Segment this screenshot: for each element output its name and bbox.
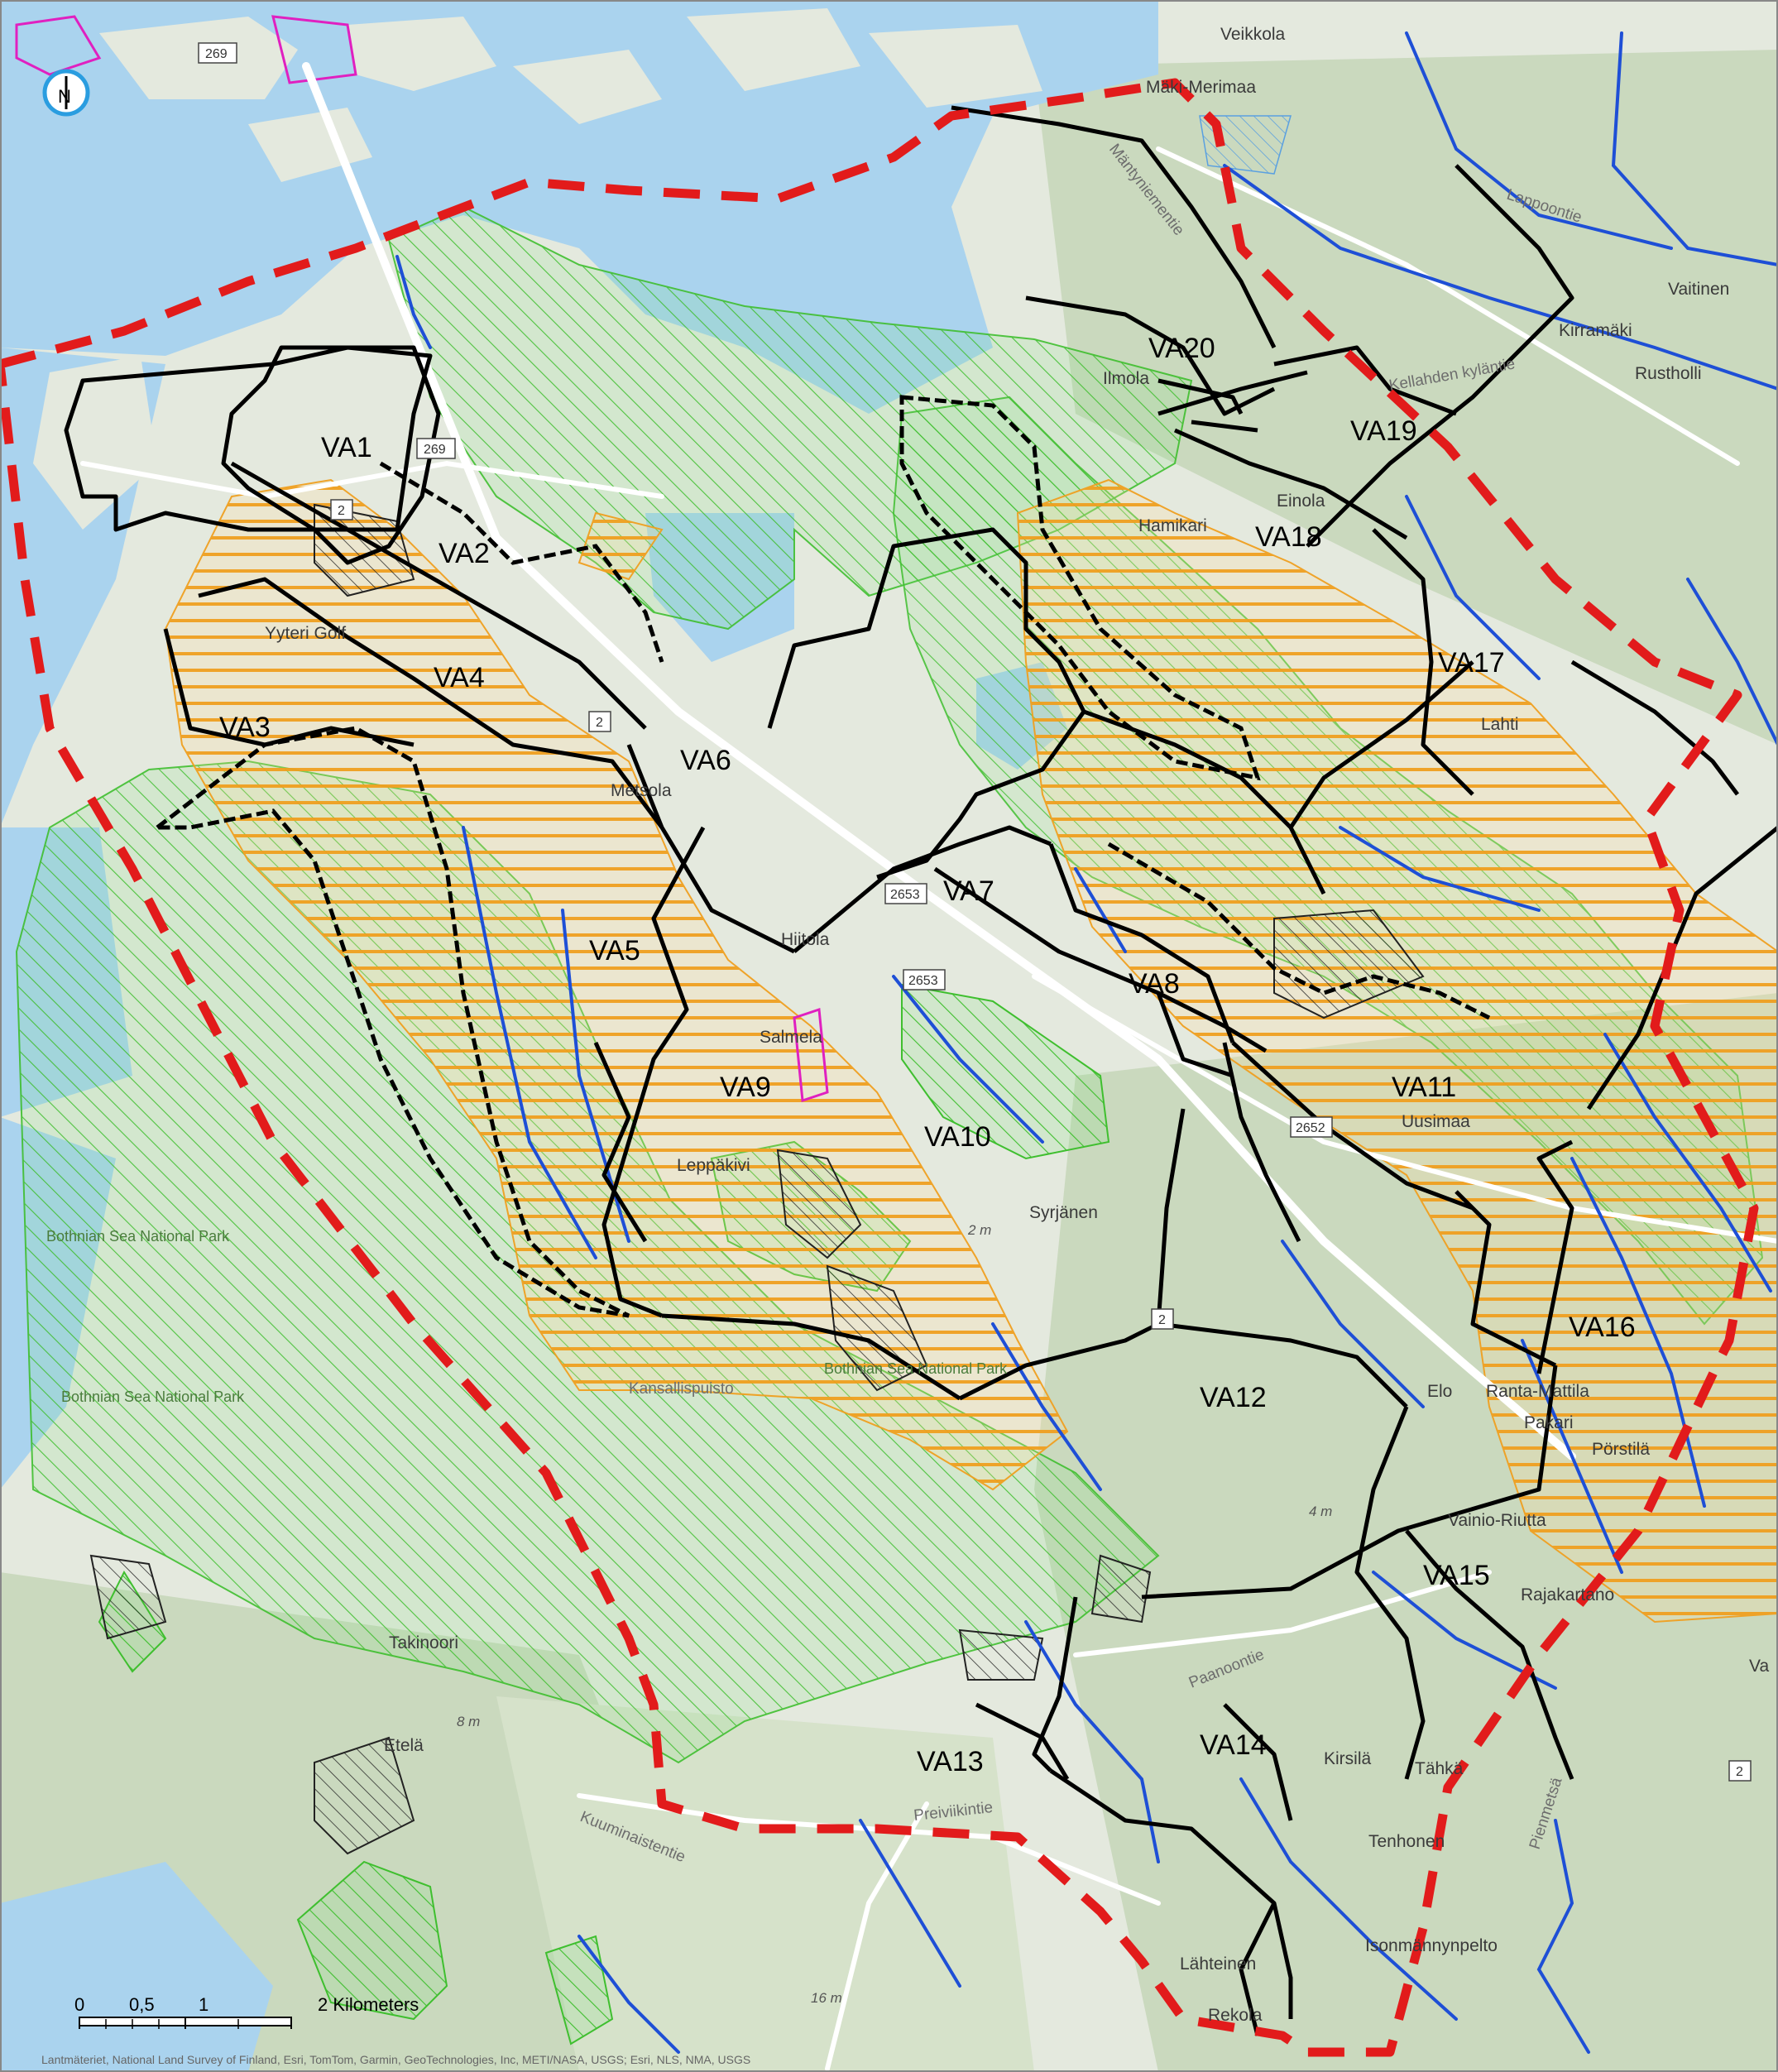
north-arrow-label: N [58, 86, 71, 107]
place-rustholli: Rustholli [1635, 364, 1702, 383]
place-vainio-riutta: Vainio-Riutta [1448, 1511, 1546, 1530]
zone-label-va10: VA10 [924, 1121, 991, 1153]
place-lahti: Lahti [1481, 715, 1519, 734]
place-syrjanen: Syrjänen [1029, 1203, 1098, 1222]
place-vaitinen: Vaitinen [1668, 280, 1729, 299]
place-hamikari: Hamikari [1138, 516, 1207, 535]
zone-label-va14: VA14 [1200, 1729, 1267, 1761]
zone-label-va7: VA7 [943, 875, 994, 907]
zone-label-va20: VA20 [1148, 333, 1215, 364]
place-tahka: Tähkä [1415, 1759, 1464, 1778]
place-hiitola: Hiitola [781, 930, 830, 949]
road-kansallispuisto: Kansallispuisto [629, 1380, 734, 1398]
svg-text:2: 2 [596, 716, 603, 730]
scale-tick-1: 1 [199, 1994, 208, 2015]
place-ilmola: Ilmola [1103, 369, 1149, 388]
zone-label-va11: VA11 [1392, 1072, 1456, 1103]
road-shield-2652: 2652 [1290, 1116, 1333, 1138]
zone-label-va19: VA19 [1350, 415, 1417, 447]
place-pakari: Pakari [1524, 1413, 1574, 1432]
study-area-boundary [0, 78, 1759, 2057]
map-attribution: Lantmäteriet, National Land Survey of Fi… [41, 2053, 750, 2066]
place-lahteinen: Lähteinen [1180, 1954, 1256, 1974]
place-veikkola: Veikkola [1220, 25, 1286, 44]
place-metsola: Metsola [611, 781, 672, 800]
zone-labels: VA1 VA2 VA3 VA4 VA5 VA6 VA7 VA8 VA9 VA10… [219, 333, 1636, 1777]
place-rekola: Rekola [1208, 2006, 1263, 2025]
place-leppakivi: Leppäkivi [677, 1156, 750, 1175]
scale-tick-2km: 2 Kilometers [318, 1994, 419, 2015]
park-labels: Bothnian Sea National Park Bothnian Sea … [46, 1228, 1008, 1405]
road-shield-2-c: 2 [1151, 1308, 1174, 1330]
road-shield-2-a: 2 [330, 499, 353, 520]
north-arrow: N [42, 69, 90, 117]
svg-text:2653: 2653 [908, 974, 938, 988]
elevation-labels: 2 m 4 m 8 m 16 m [457, 1222, 1332, 2006]
road-shield-269: 269 [416, 438, 456, 459]
zone-label-va6: VA6 [680, 745, 731, 776]
place-elo: Elo [1427, 1382, 1452, 1401]
place-labels: Veikkola Mäki-Merimaa Vaitinen Kirramäki… [265, 25, 1769, 2025]
place-yyteri-golf: Yyteri Golf [265, 624, 346, 643]
place-uusimaa: Uusimaa [1402, 1112, 1470, 1131]
place-takinoori: Takinoori [389, 1633, 458, 1652]
zone-label-va4: VA4 [434, 662, 485, 693]
place-etela: Etelä [384, 1736, 424, 1755]
zone-label-va9: VA9 [720, 1072, 771, 1103]
place-kirsila: Kirsilä [1324, 1749, 1371, 1768]
zone-label-va8: VA8 [1129, 968, 1180, 1000]
place-einola: Einola [1277, 492, 1325, 511]
elevation-16m: 16 m [811, 1990, 842, 2006]
place-ranta-mattila: Ranta-Mattila [1486, 1382, 1589, 1401]
svg-text:2: 2 [338, 504, 345, 518]
zone-label-va13: VA13 [917, 1746, 984, 1777]
zone-label-va18: VA18 [1255, 521, 1322, 553]
road-shield-2653-b: 2653 [903, 969, 946, 990]
place-va-edge: Va [1749, 1657, 1769, 1676]
elevation-8m: 8 m [457, 1714, 480, 1729]
zone-label-va1: VA1 [321, 432, 372, 463]
svg-text:269: 269 [424, 443, 446, 457]
place-rajakartano: Rajakartano [1521, 1585, 1614, 1604]
zone-label-va17: VA17 [1438, 647, 1505, 679]
park-label-3: Bothnian Sea National Park [824, 1360, 1008, 1377]
park-label-1: Bothnian Sea National Park [46, 1228, 230, 1245]
road-shield-269-top: 269 [198, 42, 237, 64]
svg-text:2: 2 [1736, 1765, 1743, 1779]
blue-hatched-area [1199, 115, 1292, 175]
zone-label-va5: VA5 [589, 935, 640, 966]
zone-label-va16: VA16 [1569, 1312, 1636, 1343]
streams [395, 31, 1778, 2054]
place-maki-merimaa: Mäki-Merimaa [1146, 78, 1256, 97]
zone-label-va2: VA2 [439, 538, 490, 569]
zone-label-va3: VA3 [219, 712, 271, 743]
place-porstila: Pörstilä [1592, 1440, 1650, 1459]
svg-text:269: 269 [205, 47, 228, 61]
road-shield-2-b: 2 [588, 711, 611, 732]
place-isonmannynpelto: Isonmännynpelto [1365, 1936, 1498, 1955]
park-label-2: Bothnian Sea National Park [61, 1389, 245, 1405]
place-tenhonen: Tenhonen [1368, 1832, 1445, 1851]
road-shield-2653-a: 2653 [884, 883, 927, 904]
elevation-4m: 4 m [1309, 1504, 1332, 1519]
scale-tick-0: 0 [74, 1994, 84, 2015]
svg-text:2652: 2652 [1296, 1121, 1325, 1135]
elevation-2m: 2 m [967, 1222, 991, 1238]
scale-tick-05: 0,5 [129, 1994, 155, 2015]
zone-label-va15: VA15 [1423, 1560, 1490, 1591]
svg-text:2653: 2653 [890, 888, 920, 902]
road-shield-2-d: 2 [1728, 1760, 1752, 1782]
zone-label-va12: VA12 [1200, 1382, 1267, 1413]
place-salmela: Salmela [760, 1028, 822, 1047]
scale-bar: 0 0,5 1 2 Kilometers [74, 1994, 419, 2029]
black-hatched-zones [89, 503, 1425, 1855]
road-shields: 269 269 2 2 2653 2653 2652 2 2 [198, 42, 1752, 1782]
place-kirramaki: Kirramäki [1559, 321, 1632, 340]
magenta-protected-areas [15, 15, 829, 1103]
zone-dashed-boundaries [151, 395, 1491, 1318]
svg-text:2: 2 [1158, 1313, 1166, 1327]
